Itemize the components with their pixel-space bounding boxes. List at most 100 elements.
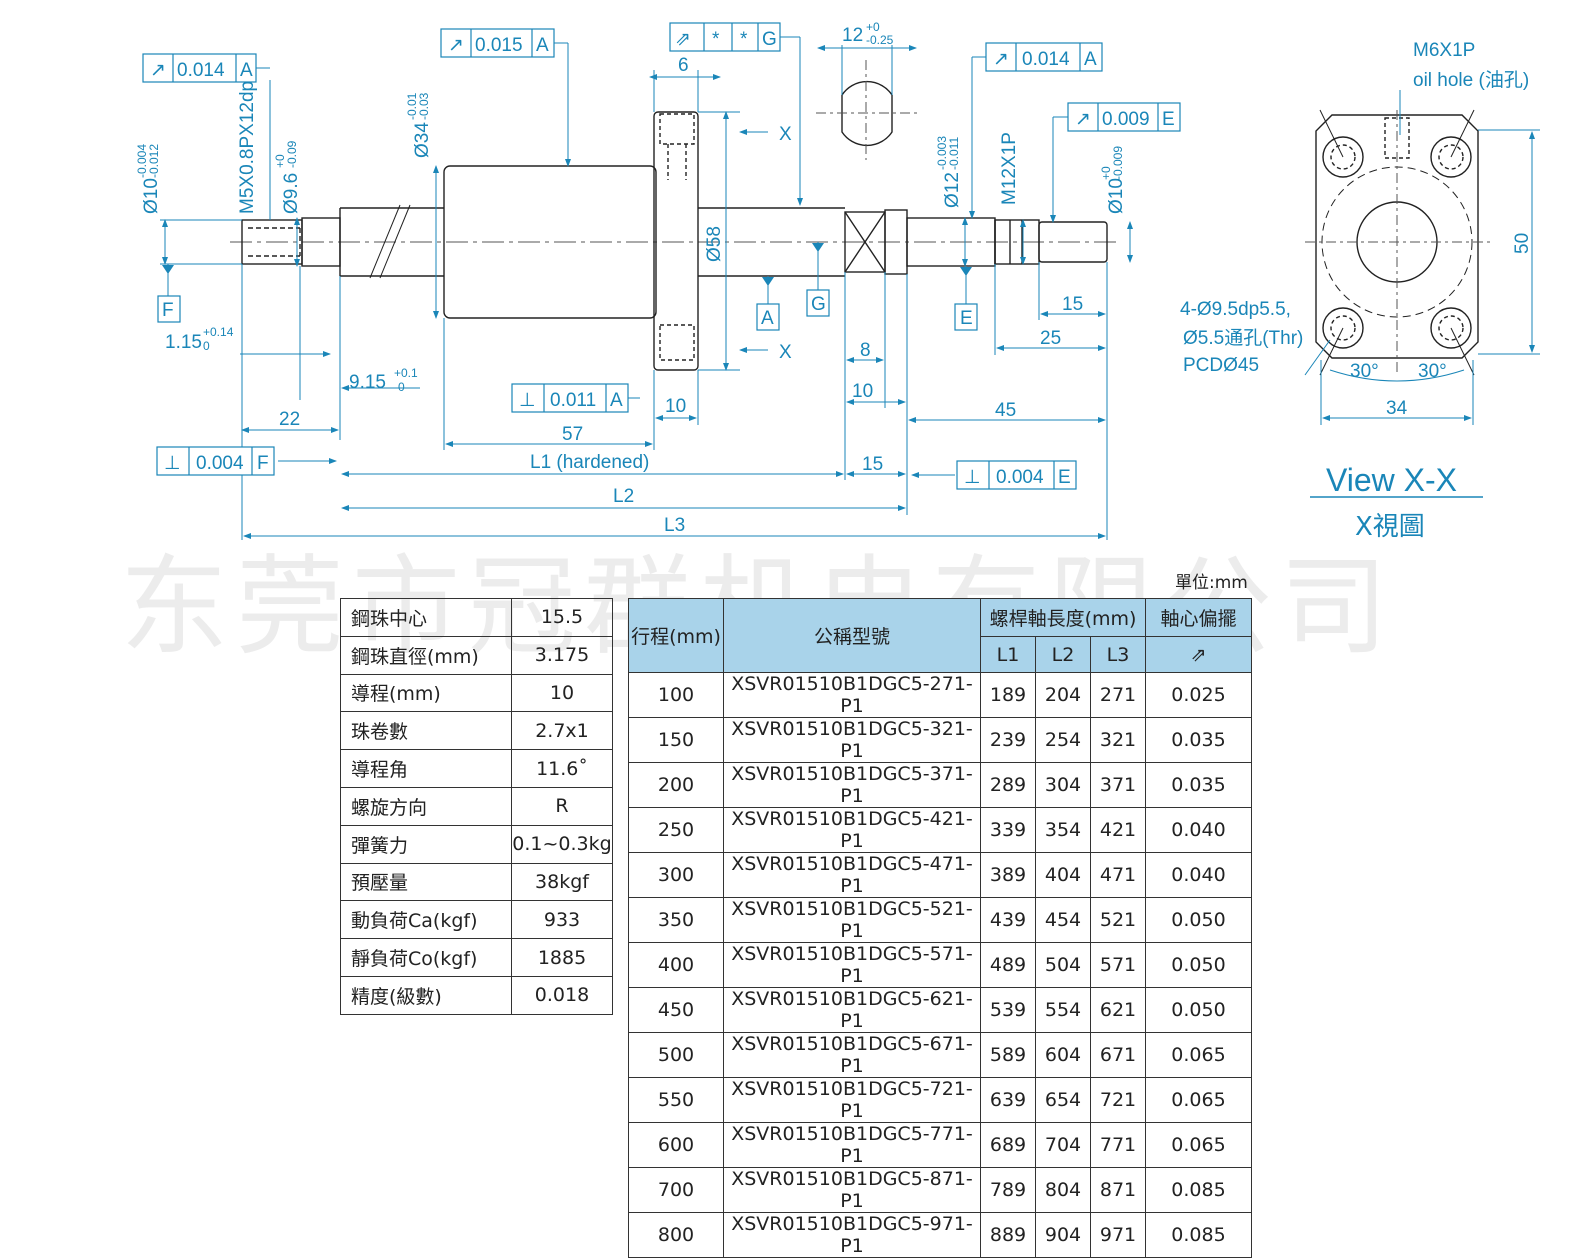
dim-label: M5X0.8PX12dp xyxy=(237,81,258,214)
section-marker: X xyxy=(779,124,792,145)
perpendicularity-symbol: ⊥ xyxy=(519,390,536,411)
datum-label: E xyxy=(960,308,973,329)
runout-cell: 0.040 xyxy=(1145,852,1252,898)
stroke-cell: 500 xyxy=(628,1032,724,1078)
gdt-datum: G xyxy=(762,29,777,50)
spec-key: 螺旋方向 xyxy=(340,786,512,826)
dim-tol: -0.01 xyxy=(405,92,419,120)
spec-value: 3.175 xyxy=(511,635,613,675)
l2-cell: 504 xyxy=(1035,942,1091,988)
dim-tol: -0 xyxy=(394,380,405,394)
stroke-cell: 150 xyxy=(628,717,724,763)
gdt-datum: A xyxy=(536,35,549,56)
runout-cell: 0.085 xyxy=(1145,1212,1252,1258)
stroke-cell: 350 xyxy=(628,897,724,943)
model-cell: XSVR01510B1DGC5-771-P1 xyxy=(723,1122,981,1168)
runout-cell: 0.050 xyxy=(1145,897,1252,943)
section-marker: X xyxy=(779,342,792,363)
dim-label: 12 xyxy=(842,25,863,46)
dim-tol: -0.25 xyxy=(866,33,894,47)
spec-key: 預壓量 xyxy=(340,862,512,902)
oil-hole-label: M6X1P xyxy=(1413,40,1475,61)
gdt-value: 0.004 xyxy=(996,467,1044,488)
dim-label: 22 xyxy=(279,409,300,430)
gdt-datum: E xyxy=(1162,109,1175,130)
stroke-cell: 450 xyxy=(628,987,724,1033)
spec-row: 精度(級數)0.018 xyxy=(340,975,613,1015)
spec-row: 鋼珠直徑(mm)3.175 xyxy=(340,635,613,675)
ball-screw-shaft xyxy=(230,111,1120,371)
dim-tol: -0.012 xyxy=(147,144,161,178)
spec-row: 導程(mm)10 xyxy=(340,673,613,713)
dim-label: Ø58 xyxy=(704,226,725,262)
runout-symbol: ↗ xyxy=(448,35,464,56)
l1-cell: 589 xyxy=(980,1032,1036,1078)
l3-cell: 671 xyxy=(1090,1032,1146,1078)
key-section xyxy=(816,60,918,160)
dim-tol: -0.03 xyxy=(417,92,431,120)
spec-key: 珠卷數 xyxy=(340,711,512,751)
gdt-value: * xyxy=(712,29,720,50)
spec-key: 彈簧力 xyxy=(340,824,512,864)
runout-cell: 0.040 xyxy=(1145,807,1252,853)
l1-cell: 189 xyxy=(980,672,1036,718)
spec-value: 15.5 xyxy=(511,598,613,637)
l2-cell: 904 xyxy=(1035,1212,1091,1258)
stroke-cell: 550 xyxy=(628,1077,724,1123)
l1-cell: 439 xyxy=(980,897,1036,943)
runout-cell: 0.065 xyxy=(1145,1122,1252,1168)
gdt-value: 0.015 xyxy=(475,35,523,56)
gdt-value: 0.004 xyxy=(196,453,244,474)
dim-tol: +0 xyxy=(273,154,287,168)
runout-cell: 0.050 xyxy=(1145,942,1252,988)
spec-key: 精度(級數) xyxy=(340,975,512,1015)
datum-triangles xyxy=(162,243,972,286)
view-x-x: M6X1P oil hole (油孔) 4-Ø9.5dp5.5, Ø5.5通孔(… xyxy=(1180,40,1540,542)
l3-cell: 421 xyxy=(1090,807,1146,853)
dim-label: 6 xyxy=(678,55,689,76)
gdt-datum: A xyxy=(610,390,623,411)
dim-tol: +0 xyxy=(866,20,880,34)
l2-cell: 204 xyxy=(1035,672,1091,718)
header-stroke: 行程(mm) xyxy=(628,598,724,673)
header-l2: L2 xyxy=(1035,636,1091,673)
dim-tol: -0.004 xyxy=(135,144,149,178)
hole-spec: PCDØ45 xyxy=(1183,355,1259,376)
model-cell: XSVR01510B1DGC5-271-P1 xyxy=(723,672,981,718)
dim-label: L3 xyxy=(664,515,685,536)
header-runout: 軸心偏擺 xyxy=(1145,598,1252,637)
spec-row: 靜負荷Co(kgf)1885 xyxy=(340,938,613,977)
dim-tol: +0.14 xyxy=(203,325,234,339)
stroke-cell: 300 xyxy=(628,852,724,898)
runout-cell: 0.050 xyxy=(1145,987,1252,1033)
l2-cell: 654 xyxy=(1035,1077,1091,1123)
l3-cell: 321 xyxy=(1090,717,1146,763)
stroke-cell: 250 xyxy=(628,807,724,853)
gdt-value: 0.014 xyxy=(1022,49,1070,70)
stroke-cell: 700 xyxy=(628,1167,724,1213)
spec-value: 2.7x1 xyxy=(511,711,613,751)
dim-label: 1.15 xyxy=(165,332,202,353)
spec-key: 靜負荷Co(kgf) xyxy=(340,938,512,977)
model-cell: XSVR01510B1DGC5-521-P1 xyxy=(723,897,981,943)
l1-cell: 789 xyxy=(980,1167,1036,1213)
dim-label: M12X1P xyxy=(999,132,1020,205)
model-table: 行程(mm) 公稱型號 螺桿軸長度(mm) 軸心偏擺 L1 L2 L3 ⇗ 10… xyxy=(628,598,1252,1258)
l1-cell: 539 xyxy=(980,987,1036,1033)
runout-cell: 0.085 xyxy=(1145,1167,1252,1213)
spec-value: 0.018 xyxy=(511,975,613,1015)
angle-label: 30° xyxy=(1350,361,1379,382)
model-cell: XSVR01510B1DGC5-621-P1 xyxy=(723,987,981,1033)
l3-cell: 621 xyxy=(1090,987,1146,1033)
